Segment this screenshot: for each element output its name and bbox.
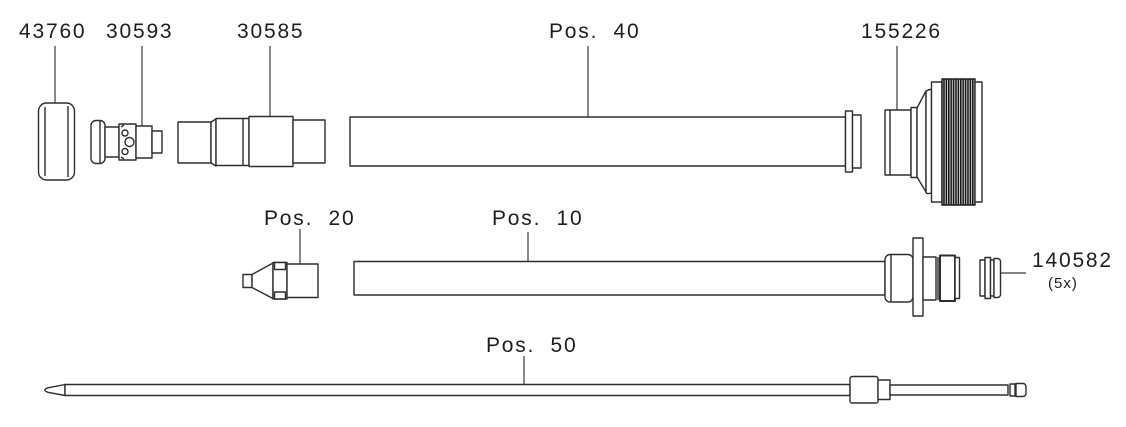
part-label-140582: 140582 bbox=[1032, 249, 1113, 272]
part-outer-tube-pos40 bbox=[349, 110, 862, 173]
part-inner-tube-pos10 bbox=[353, 237, 961, 317]
part-label-pos10: Pos. 10 bbox=[492, 207, 584, 230]
part-stylet-rod-pos50 bbox=[44, 375, 1027, 404]
part-handwheel-155226 bbox=[884, 78, 983, 206]
part-label-pos20: Pos. 20 bbox=[264, 207, 356, 230]
part-valve-insert-30593 bbox=[90, 119, 163, 165]
part-end-cap-43760 bbox=[37, 102, 76, 181]
part-label-30593: 30593 bbox=[106, 20, 174, 43]
part-connector-body-30585 bbox=[177, 115, 326, 168]
part-label-30585: 30585 bbox=[237, 20, 305, 43]
part-nozzle-tip-pos20 bbox=[242, 261, 319, 300]
part-label-pos50: Pos. 50 bbox=[486, 334, 578, 357]
part-label-pos40: Pos. 40 bbox=[549, 20, 641, 43]
part-label-140582-quantity: (5x) bbox=[1048, 275, 1078, 292]
part-sealing-cap-140582 bbox=[979, 256, 1002, 300]
part-label-155226: 155226 bbox=[861, 20, 942, 43]
part-label-43760: 43760 bbox=[19, 20, 87, 43]
